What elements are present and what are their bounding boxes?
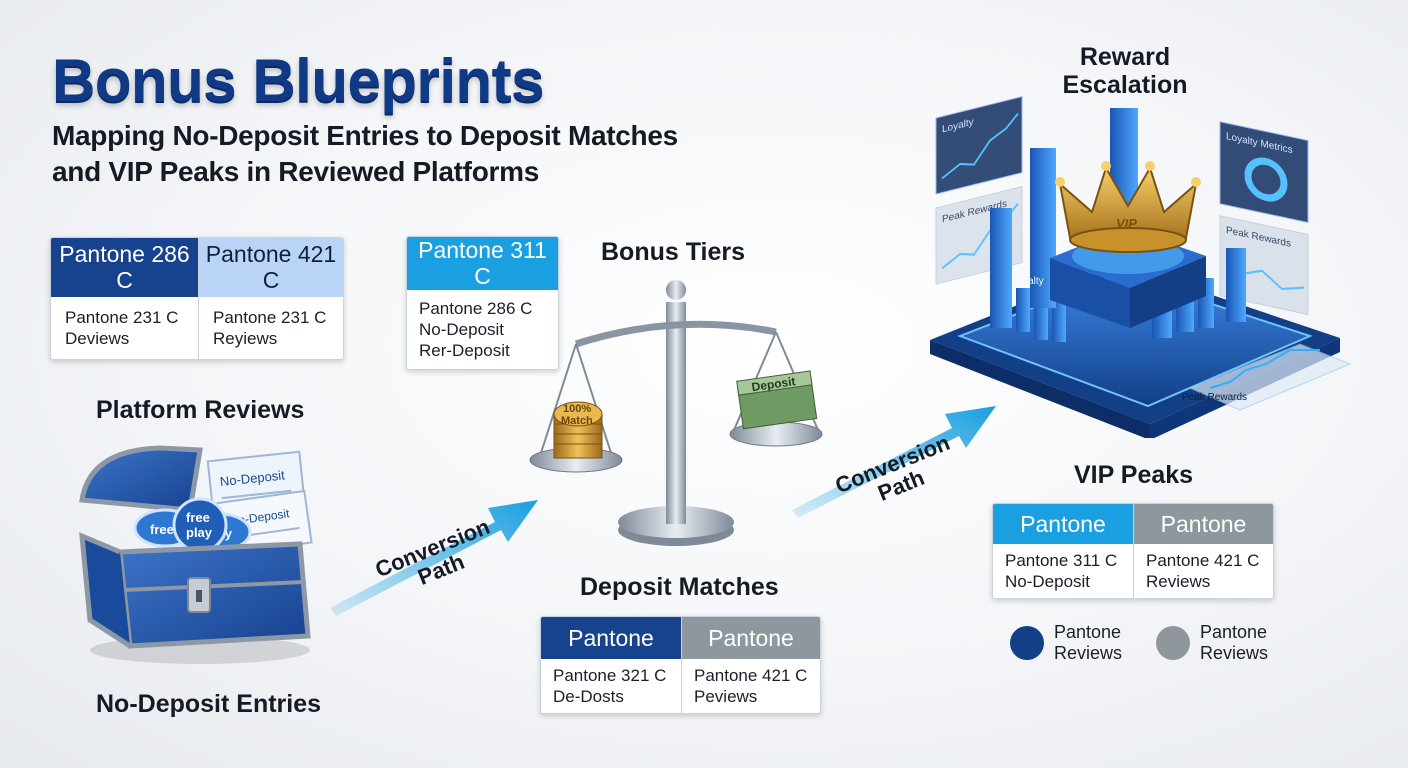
card-a-left-body2: Deviews xyxy=(65,328,130,348)
vip-platform-icon: Loyalty Peak Rewards Loyalty Metrics Pea… xyxy=(930,95,1352,438)
reward-escalation-label: Reward Escalation xyxy=(1062,43,1188,99)
platform-peak-text: Peak Rewards xyxy=(1182,392,1247,403)
legend-item-1: Pantone Reviews xyxy=(1010,622,1122,663)
coins-text-2: Match xyxy=(561,415,593,427)
card-a-right-body1: Pantone 231 C xyxy=(213,307,327,327)
treasure-chest-icon: No-Deposit No-Deposit free play free pla… xyxy=(79,445,313,664)
card-c-left-body2: De-Dosts xyxy=(553,686,624,706)
card-a-left-header: Pantone 286 C xyxy=(51,238,198,297)
card-d-left-body2: No-Deposit xyxy=(1005,571,1091,591)
card-b-body1: Pantone 286 C xyxy=(419,298,533,318)
bonus-tiers-label: Bonus Tiers xyxy=(601,238,746,266)
card-d-right-header: Pantone xyxy=(1134,504,1273,544)
card-a-right-header: Pantone 421 C xyxy=(199,238,343,297)
card-a-right-body2: Reyiews xyxy=(213,328,278,348)
balance-scale-icon: 100% Match Deposit xyxy=(529,280,823,546)
chip-1-text-a: free xyxy=(186,510,210,525)
card-b-body3: Rer-Deposit xyxy=(419,341,510,361)
pantone-card-reviews: Pantone 286 C Pantone 231 C Deviews Pant… xyxy=(50,237,344,360)
card-d-left-header: Pantone xyxy=(993,504,1133,544)
reward-escalation-line2: Escalation xyxy=(1062,70,1188,99)
legend-1-line1: Pantone xyxy=(1054,622,1122,642)
legend-dot-1 xyxy=(1010,625,1044,660)
arrow-icon xyxy=(330,500,538,616)
platform-reviews-label: Platform Reviews xyxy=(96,396,305,424)
card-a-left-body1: Pantone 231 C xyxy=(65,307,179,327)
card-b-body2: No-Deposit xyxy=(419,320,505,340)
pantone-card-no-deposit: Pantone 311 C Pantone 286 C No-Deposit R… xyxy=(406,236,559,370)
pantone-card-vip: Pantone Pantone 311 C No-Deposit Pantone… xyxy=(992,503,1274,599)
card-c-right-header: Pantone xyxy=(682,617,820,659)
legend-2-line2: Reviews xyxy=(1200,642,1269,663)
card-d-left-body1: Pantone 311 C xyxy=(1005,550,1118,570)
chest-paper-1-text: No-Deposit xyxy=(219,467,286,489)
legend-item-2: Pantone Reviews xyxy=(1156,622,1268,663)
legend-dot-2 xyxy=(1156,625,1190,660)
card-b-header: Pantone 311 C xyxy=(407,237,558,290)
card-c-left-body1: Pantone 321 C xyxy=(553,665,667,685)
crown-text: VIP xyxy=(1116,216,1137,231)
platform-loyalty-text: Loyalty xyxy=(1012,276,1044,287)
chip-1-text-b: play xyxy=(186,525,213,540)
legend-2-line1: Pantone xyxy=(1200,622,1268,642)
chip-2-text: free xyxy=(150,522,174,537)
deposit-matches-label: Deposit Matches xyxy=(580,573,779,601)
reward-escalation-line1: Reward xyxy=(1079,43,1171,71)
page-title: Bonus Blueprints xyxy=(52,47,545,114)
arrow-icon xyxy=(792,406,996,518)
card-c-left-header: Pantone xyxy=(541,617,681,659)
vip-peaks-label: VIP Peaks xyxy=(1074,461,1194,489)
card-c-right-body2: Peviews xyxy=(694,686,758,706)
card-d-right-body2: Reviews xyxy=(1146,571,1211,591)
legend-1-line2: Reviews xyxy=(1054,642,1123,663)
card-d-right-body1: Pantone 421 C xyxy=(1146,550,1260,570)
card-c-right-body1: Pantone 421 C xyxy=(694,665,808,685)
conversion-arrow-1 xyxy=(330,500,538,616)
cash-text: Deposit xyxy=(751,374,797,394)
page-subtitle-line1: Mapping No-Deposit Entries to Deposit Ma… xyxy=(52,120,678,151)
coins-text-1: 100% xyxy=(563,403,591,415)
no-deposit-entries-label: No-Deposit Entries xyxy=(96,690,322,718)
conversion-arrow-2 xyxy=(792,406,996,518)
pantone-card-deposit: Pantone Pantone 321 C De-Dosts Pantone P… xyxy=(540,616,821,714)
page-subtitle-line2: and VIP Peaks in Reviewed Platforms xyxy=(52,156,539,187)
